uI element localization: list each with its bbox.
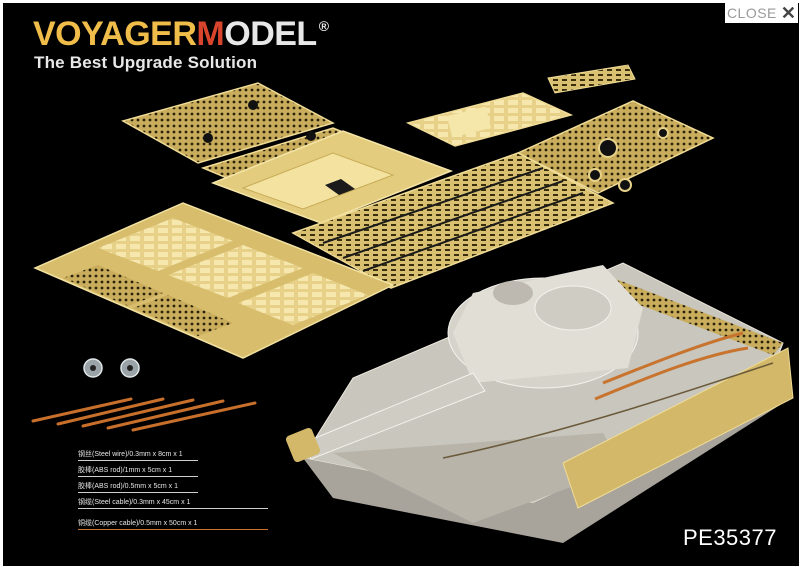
legend-item-text: 铜缆(Copper cable)/0.5mm x 50cm x 1 (78, 520, 198, 527)
legend-item-text: 胶棒(ABS rod)/0.5mm x 5cm x 1 (78, 483, 178, 490)
registered-mark: ® (318, 18, 329, 34)
legend-item-swatch-line (78, 529, 268, 530)
product-code: PE35377 (682, 525, 777, 550)
photo-etch-set-illustration (31, 64, 794, 543)
brand-name-part3: ODEL (224, 15, 317, 53)
legend-item-swatch-line (78, 508, 268, 509)
etch-fret-fenders (33, 202, 395, 359)
legend-item: 胶棒(ABS rod)/1mm x 5cm x 1 (78, 466, 288, 479)
legend-item: 铜缆(Copper cable)/0.5mm x 50cm x 1 (78, 519, 288, 532)
legend-item: 胶棒(ABS rod)/0.5mm x 5cm x 1 (78, 482, 288, 495)
legend-item-text: 钢丝(Steel wire)/0.3mm x 8cm x 1 (78, 451, 183, 458)
brand-tagline: The Best Upgrade Solution (34, 53, 258, 72)
etch-fret-small-parts (405, 64, 636, 147)
abs-rods (31, 397, 257, 432)
etch-fret-center (291, 152, 615, 289)
etch-fret-main-right (516, 100, 715, 194)
legend-item: 钢缆(Steel cable)/0.3mm x 45cm x 1 (78, 498, 288, 511)
brand-logo: VOYAGERMODEL® (33, 17, 329, 51)
close-button[interactable]: CLOSE ✕ (724, 3, 798, 23)
etch-round-parts (83, 358, 140, 378)
legend-item-swatch-line (78, 460, 198, 461)
legend-item: 钢丝(Steel wire)/0.3mm x 8cm x 1 (78, 450, 288, 463)
product-photo: VOYAGERMODEL® The Best Upgrade Solution … (3, 3, 799, 566)
close-icon: ✕ (780, 3, 796, 23)
brand-name-part2: M (196, 15, 225, 53)
parts-legend: 钢丝(Steel wire)/0.3mm x 8cm x 1 胶棒(ABS rod… (78, 450, 288, 535)
legend-item-text: 钢缆(Steel cable)/0.3mm x 45cm x 1 (78, 499, 191, 506)
legend-item-text: 胶棒(ABS rod)/1mm x 5cm x 1 (78, 467, 173, 474)
legend-item-swatch-line (78, 492, 198, 493)
close-label: CLOSE (726, 5, 777, 21)
tiger-tank-model (285, 262, 794, 543)
etch-fret-deck-plate (210, 130, 454, 224)
brand-name-part1: VOYAGER (33, 15, 197, 53)
legend-item-swatch-line (78, 476, 198, 477)
